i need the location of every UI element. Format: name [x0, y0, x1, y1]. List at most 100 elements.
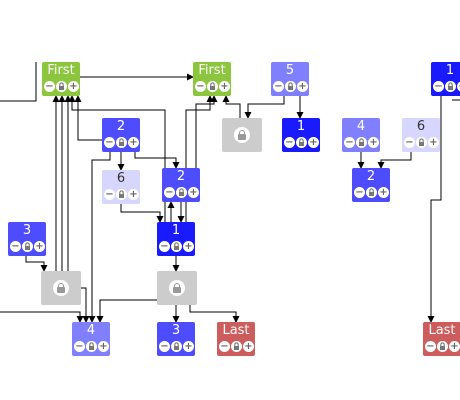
plus-icon[interactable]: + [378, 187, 389, 198]
minus-icon[interactable]: − [284, 137, 295, 148]
node-first-a[interactable]: First−+ [42, 62, 80, 96]
node-controls: −+ [10, 241, 45, 253]
lock-icon[interactable] [296, 137, 307, 148]
edge-lock-mid-to-last-a [189, 305, 240, 323]
node-n1-top[interactable]: 1−+ [431, 62, 460, 96]
edge-n1mid-to-first-a [68, 95, 166, 222]
lock-icon[interactable] [171, 241, 182, 252]
lock-icon[interactable] [207, 81, 218, 92]
node-controls: −+ [344, 137, 379, 149]
node-last-b[interactable]: Last−+ [423, 322, 460, 356]
node-n5[interactable]: 5−+ [271, 62, 309, 96]
node-n2-b[interactable]: 2−+ [162, 168, 200, 202]
lock-icon[interactable] [285, 81, 296, 92]
edge-n1right-to-last-b [427, 96, 442, 323]
lock-icon[interactable] [22, 241, 33, 252]
lock-icon [53, 280, 69, 296]
node-label: 3 [22, 223, 32, 238]
plus-icon[interactable]: + [98, 341, 109, 352]
minus-icon[interactable]: − [159, 241, 170, 252]
node-n6-b[interactable]: 6−+ [402, 118, 440, 152]
lock-icon[interactable] [416, 137, 427, 148]
minus-icon[interactable]: − [273, 81, 284, 92]
minus-icon[interactable]: − [104, 189, 115, 200]
lock-icon[interactable] [116, 137, 127, 148]
lock-icon[interactable] [366, 187, 377, 198]
edge-n6a-to-n1mid [120, 204, 164, 223]
lock-icon[interactable] [86, 341, 97, 352]
plus-icon[interactable]: + [449, 341, 460, 352]
minus-icon[interactable]: − [425, 341, 436, 352]
minus-icon[interactable]: − [10, 241, 21, 252]
lock-icon [169, 280, 185, 296]
edge-n1mid-to-first-b [185, 95, 214, 222]
node-controls: −+ [425, 341, 460, 353]
edge-incoming-left-to-first-a [0, 62, 37, 102]
plus-icon[interactable]: + [243, 341, 254, 352]
lock-icon[interactable] [231, 341, 242, 352]
plus-icon[interactable]: + [183, 341, 194, 352]
minus-icon[interactable]: − [164, 187, 175, 198]
node-controls: −+ [159, 241, 194, 253]
locked-node-lock-left[interactable] [41, 271, 81, 305]
node-n6-a[interactable]: 6−+ [102, 170, 140, 204]
minus-icon[interactable]: − [74, 341, 85, 352]
node-label: 1 [171, 223, 181, 238]
node-n1-mid[interactable]: 1−+ [157, 222, 195, 256]
lock-icon[interactable] [176, 187, 187, 198]
lock-icon[interactable] [356, 137, 367, 148]
node-last-a[interactable]: Last−+ [217, 322, 255, 356]
plus-icon[interactable]: + [428, 137, 439, 148]
edge-n3a-to-lock-left [25, 256, 48, 272]
node-controls: −+ [195, 81, 230, 93]
node-n3-b[interactable]: 3−+ [157, 322, 195, 356]
node-n4-a[interactable]: 4−+ [342, 118, 380, 152]
lock-icon[interactable] [56, 81, 67, 92]
plus-icon[interactable]: + [68, 81, 79, 92]
lock-icon[interactable] [116, 189, 127, 200]
plus-icon[interactable]: + [128, 137, 139, 148]
minus-icon[interactable]: − [159, 341, 170, 352]
edge-lock-top-to-first-b [222, 95, 241, 118]
plus-icon[interactable]: + [128, 189, 139, 200]
minus-icon[interactable]: − [344, 137, 355, 148]
lock-icon[interactable] [445, 81, 456, 92]
node-label: 2 [116, 119, 126, 134]
lock-icon [234, 127, 250, 143]
plus-icon[interactable]: + [188, 187, 199, 198]
node-first-b[interactable]: First−+ [193, 62, 231, 96]
minus-icon[interactable]: − [219, 341, 230, 352]
minus-icon[interactable]: − [195, 81, 206, 92]
locked-node-lock-mid[interactable] [157, 271, 197, 305]
node-controls: −+ [273, 81, 308, 93]
node-label: 5 [285, 63, 295, 78]
node-controls: −+ [404, 137, 439, 149]
plus-icon[interactable]: + [183, 241, 194, 252]
node-controls: −+ [74, 341, 109, 353]
plus-icon[interactable]: + [297, 81, 308, 92]
node-n2-c[interactable]: 2−+ [352, 168, 390, 202]
plus-icon[interactable]: + [308, 137, 319, 148]
minus-icon[interactable]: − [104, 137, 115, 148]
minus-icon[interactable]: − [44, 81, 55, 92]
node-controls: −+ [164, 187, 199, 199]
plus-icon[interactable]: + [457, 81, 460, 92]
node-controls: −+ [104, 137, 139, 149]
node-controls: −+ [284, 137, 319, 149]
minus-icon[interactable]: − [404, 137, 415, 148]
plus-icon[interactable]: + [219, 81, 230, 92]
locked-node-lock-top[interactable] [222, 118, 262, 152]
node-n2-a[interactable]: 2−+ [102, 118, 140, 152]
plus-icon[interactable]: + [34, 241, 45, 252]
node-n4-b[interactable]: 4−+ [72, 322, 110, 356]
minus-icon[interactable]: − [433, 81, 444, 92]
edge-n6b-to-n2c [377, 152, 412, 169]
minus-icon[interactable]: − [354, 187, 365, 198]
node-n3-a[interactable]: 3−+ [8, 222, 46, 256]
lock-icon[interactable] [171, 341, 182, 352]
lock-icon[interactable] [437, 341, 448, 352]
node-label: 2 [176, 169, 186, 184]
plus-icon[interactable]: + [368, 137, 379, 148]
node-n1-right[interactable]: 1−+ [282, 118, 320, 152]
